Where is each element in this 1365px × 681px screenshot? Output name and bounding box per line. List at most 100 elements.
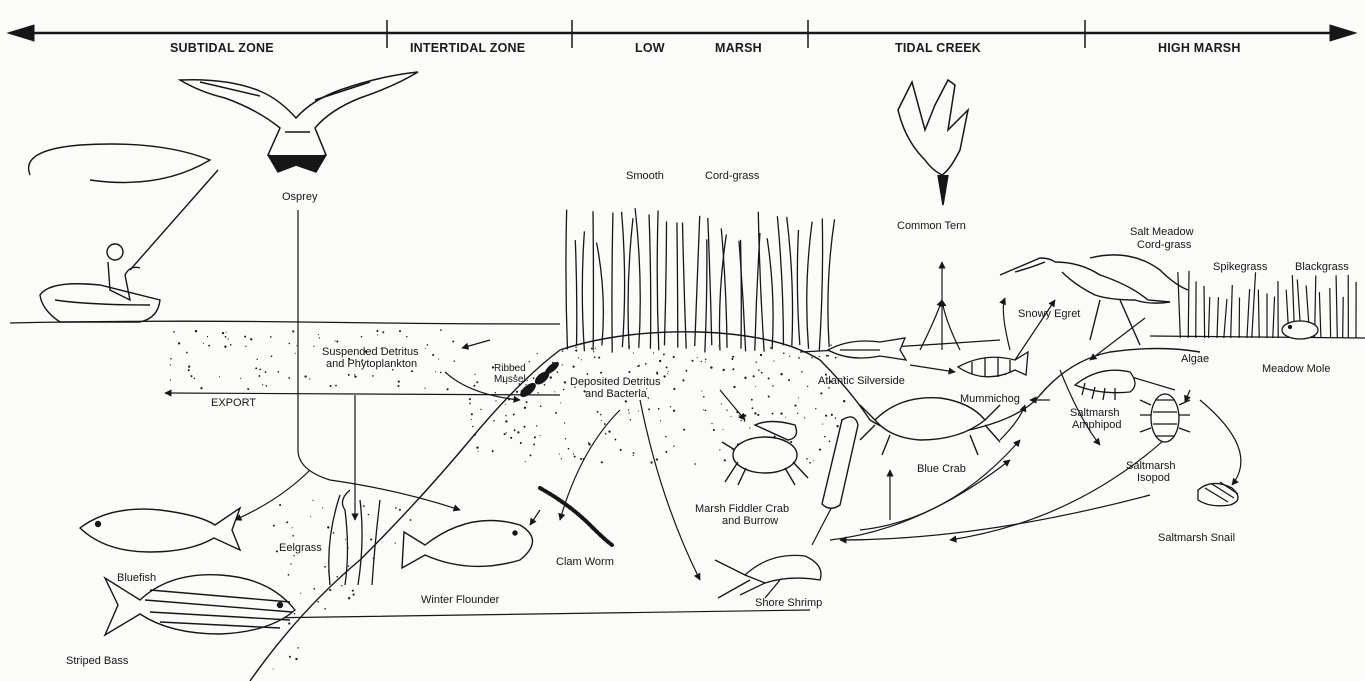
stipple-dot — [600, 414, 601, 415]
zone-high-marsh: HIGH MARSH — [1158, 41, 1241, 55]
stipple-dot — [831, 414, 833, 416]
stipple-dot — [713, 429, 715, 431]
stipple-dot — [670, 406, 671, 407]
stipple-dot — [550, 376, 552, 378]
label-common-tern: Common Tern — [897, 220, 966, 232]
stipple-dot — [593, 351, 594, 352]
stipple-dot — [469, 398, 471, 400]
stipple-dot — [345, 539, 346, 540]
label-shore-shrimp: Shore Shrimp — [755, 597, 822, 609]
stipple-dot — [604, 423, 606, 425]
stipple-dot — [170, 358, 172, 360]
label-eelgrass: Eelgrass — [279, 542, 322, 554]
marsh-grass-stem — [1204, 286, 1205, 338]
stipple-dot — [703, 396, 705, 398]
stipple-dot — [601, 461, 603, 463]
stipple-dot — [537, 392, 538, 393]
label-ribbed-line2: Mussel — [494, 374, 526, 386]
stipple-dot — [377, 334, 378, 335]
stipple-dot — [560, 402, 561, 403]
stipple-dot — [335, 385, 337, 387]
stipple-dot — [555, 412, 557, 414]
label-suspended-line1: Suspended Detritus — [322, 346, 419, 358]
stipple-dot — [824, 436, 826, 438]
zone-low: LOW — [635, 41, 665, 55]
cordgrass-stem — [628, 218, 633, 349]
stipple-dot — [395, 543, 396, 544]
cordgrass-stem — [683, 223, 687, 349]
eelgrass-icon — [329, 490, 380, 585]
stipple-dot — [505, 404, 506, 405]
stipple-dot — [492, 450, 494, 452]
label-algae: Algae — [1181, 353, 1209, 365]
stipple-dot — [273, 668, 274, 669]
fisherman-boat-icon — [29, 144, 218, 322]
stipple-dot — [565, 438, 566, 439]
marsh-grass-stem — [1330, 288, 1331, 338]
stipple-dot — [447, 388, 449, 390]
stipple-dot — [354, 374, 355, 375]
stipple-dot — [564, 381, 566, 383]
stipple-dot — [295, 658, 297, 660]
stipple-dot — [673, 446, 674, 447]
cordgrass-stem — [664, 221, 666, 345]
stipple-dot — [517, 431, 519, 433]
stipple-dot — [266, 385, 268, 387]
stipple-dot — [203, 343, 204, 344]
stipple-dot — [333, 532, 335, 534]
marsh-grass-stem — [1247, 289, 1250, 338]
stipple-dot — [348, 597, 350, 599]
stipple-dot — [170, 364, 171, 365]
stipple-dot — [245, 346, 246, 347]
stipple-dot — [493, 420, 495, 422]
stipple-dot — [770, 347, 772, 349]
stipple-dot — [334, 341, 335, 342]
stipple-dot — [780, 373, 782, 375]
stipple-dot — [286, 521, 288, 523]
stipple-dot — [637, 365, 639, 367]
stipple-dot — [472, 426, 473, 427]
cordgrass-stem — [787, 217, 793, 347]
stipple-dot — [505, 420, 507, 422]
stipple-dot — [559, 453, 560, 454]
stipple-dot — [564, 422, 565, 423]
stipple-dot — [591, 348, 593, 350]
stipple-dot — [524, 426, 526, 428]
stipple-dot — [614, 439, 616, 441]
stipple-dot — [191, 375, 193, 377]
stipple-dot — [219, 376, 220, 377]
stipple-dot — [226, 332, 227, 333]
stipple-dot — [300, 593, 301, 594]
stipple-dot — [297, 647, 299, 649]
stipple-dot — [495, 392, 496, 393]
cordgrass-stem — [758, 212, 764, 352]
label-winter-flounder: Winter Flounder — [421, 594, 499, 606]
stipple-dot — [361, 336, 362, 337]
stipple-dot — [628, 371, 630, 373]
stipple-dot — [352, 590, 354, 592]
stipple-dot — [685, 370, 687, 372]
stipple-dot — [170, 379, 171, 380]
stipple-dot — [513, 414, 515, 416]
stipple-dot — [440, 372, 442, 374]
marsh-grass-stem — [1343, 297, 1344, 338]
stipple-dot — [228, 338, 229, 339]
stipple-dot — [563, 389, 564, 390]
stipple-dot — [666, 366, 668, 368]
stipple-dot — [530, 454, 532, 456]
stipple-dot — [625, 400, 627, 402]
marsh-grass-stem — [1319, 292, 1321, 338]
stipple-dot — [295, 353, 296, 354]
stipple-dot — [329, 589, 331, 591]
stipple-dot — [608, 430, 610, 432]
cordgrass-stem — [828, 219, 835, 347]
stipple-dot — [811, 357, 813, 359]
stipple-dot — [740, 420, 741, 421]
stipple-dot — [813, 460, 814, 461]
stipple-dot — [259, 375, 261, 377]
label-fiddler-line2: and Burrow — [722, 515, 778, 527]
stipple-dot — [828, 355, 830, 357]
stipple-dot — [222, 332, 224, 334]
stipple-dot — [438, 359, 439, 360]
label-salt-meadow-line1: Salt Meadow — [1130, 226, 1194, 238]
